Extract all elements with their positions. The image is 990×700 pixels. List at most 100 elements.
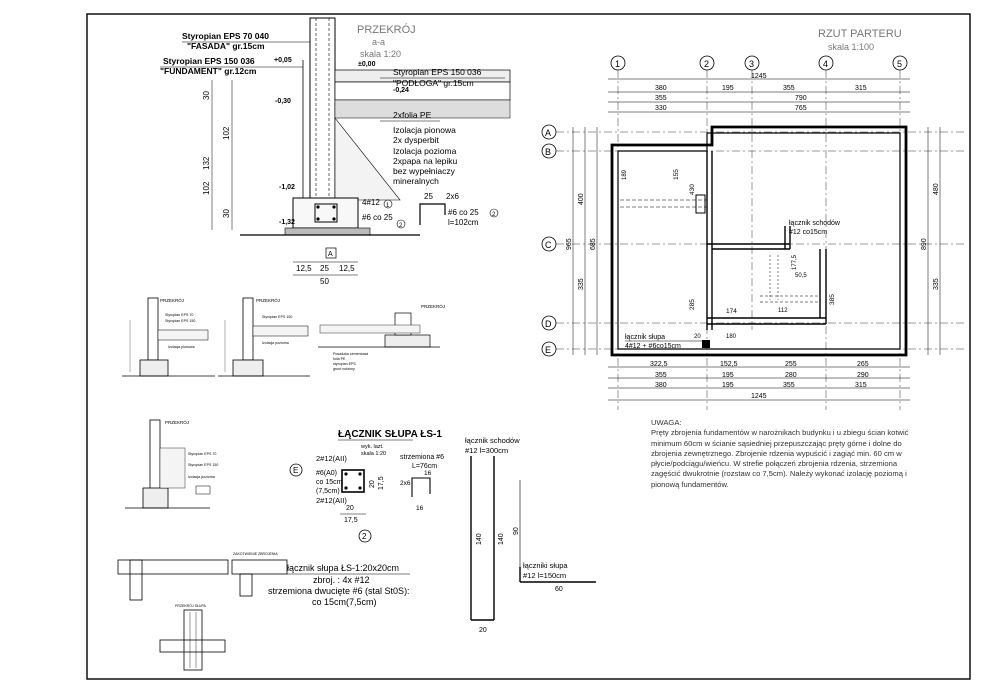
inner-dim-9: 180 [726, 334, 737, 340]
svg-text:styropian EPS: styropian EPS [333, 362, 356, 366]
axis-left-a: A [545, 128, 551, 138]
inner-dim-5: 177,5 [792, 254, 798, 270]
dim-bot-r2-3: 290 [857, 372, 869, 379]
col-dim-2: 20 [346, 505, 354, 512]
label-left-2: co 15cm [316, 479, 343, 486]
footing [292, 197, 359, 229]
svg-text:PRZEKRÓJ SŁUPA: PRZEKRÓJ SŁUPA [175, 603, 207, 608]
axis-left-b: B [545, 147, 551, 157]
svg-text:Izolacja pozioma: Izolacja pozioma [262, 341, 289, 345]
inner-dim-7: 112 [778, 308, 788, 314]
label-left-3: (7,5cm) [316, 488, 340, 495]
label-rebar-main: 4#12 [362, 198, 380, 207]
inner-dim-4: 385 [829, 294, 836, 305]
level-zero: ±0,00 [358, 61, 376, 68]
svg-text:PRZEKRÓJ: PRZEKRÓJ [256, 297, 280, 303]
label-eps70-1: Styropian EPS 70 040 [182, 31, 269, 41]
dim-right-2: 335 [933, 278, 940, 290]
stairs-label-2: #12 co15cm [789, 229, 827, 236]
floor-slab [334, 99, 511, 119]
sheet-border [86, 13, 971, 680]
label-horiz-iso-3: bez wypełniaczy [393, 166, 456, 176]
plan-scale: skala 1:100 [828, 42, 874, 52]
summary-3: strzemiona dwucięte #6 (stal St0S): [268, 586, 410, 596]
stirrup-dim-a: 25 [424, 192, 433, 201]
column-bar-detail: łączniki słupa #12 l=150cm 60 [519, 561, 596, 593]
vdim-2: 132 [202, 156, 211, 170]
dim-left-2: 685 [590, 238, 597, 250]
stirrup-detail-1: #6 co 25 [448, 208, 479, 217]
dim-top-r3-1: 765 [795, 105, 807, 112]
dim-left-3: 335 [578, 278, 585, 290]
notes-text: Pręty zbrojenia fundamentów w narożnikac… [651, 428, 909, 489]
dim-top-r1-2: 355 [783, 85, 795, 92]
stair-dim-2: 90 [513, 527, 520, 535]
dims-top [608, 78, 910, 113]
label-horiz-iso-1: Izolacja pozioma [393, 146, 457, 156]
vdim-0: 30 [202, 91, 211, 100]
summary-4: co 15cm(7,5cm) [312, 597, 377, 607]
label-bottom-bars: 2#12(AII) [316, 496, 347, 505]
vdim-1: 102 [222, 126, 231, 140]
svg-text:PRZEKRÓJ: PRZEKRÓJ [421, 303, 445, 309]
column-section [341, 469, 365, 493]
dim-left-1: 400 [578, 193, 585, 205]
svg-text:grunt rodzimy: grunt rodzimy [333, 367, 355, 371]
section-subtitle: a-a [372, 37, 385, 47]
svg-text:Styropian EPS 70: Styropian EPS 70 [165, 313, 193, 317]
col-dim-0: 20 [369, 480, 376, 488]
axis-top-2: 2 [704, 59, 709, 69]
dim-bot-r1-3: 265 [857, 361, 869, 368]
level-plus005: +0,05 [274, 57, 292, 64]
label-left-1: #6(A0) [316, 470, 337, 477]
column-label-1: łącznik słupa [625, 334, 665, 341]
floor-plan: RZUT PARTERU skala 1:100 1 2 3 4 5 A B C… [541, 28, 965, 410]
inner-dim-0: 155 [673, 169, 680, 180]
dims-bottom [608, 366, 910, 401]
col-dim-4: 2x6 [400, 480, 411, 487]
axis-left-e: E [545, 345, 551, 355]
stair-dim-0: 140 [476, 533, 483, 545]
axis-left-c: C [545, 240, 552, 250]
section-scale: skala 1:20 [360, 49, 401, 59]
svg-text:2: 2 [492, 212, 496, 218]
label-horiz-iso-2: 2xpapa na lepiku [393, 156, 458, 166]
label-floor-2: "PODŁOGA" gr.15cm [393, 78, 474, 88]
summary-2: zbroj. : 4x #12 [313, 575, 370, 585]
inner-dim-3: 174 [726, 308, 737, 315]
stairs-label-1: łącznik schodów [789, 220, 841, 227]
label-vert-iso-1: Izolacja pionowa [393, 125, 456, 135]
hdim-1: 25 [320, 264, 329, 273]
col-dim-1: 17,5 [378, 476, 385, 490]
dim-top-r1-0: 380 [655, 85, 667, 92]
inner-walls [620, 151, 827, 330]
svg-text:Posadzka cementowa: Posadzka cementowa [333, 352, 368, 356]
dim-bot-r1-0: 322,5 [650, 361, 668, 368]
outer-wall [610, 125, 908, 357]
svg-text:PRZEKRÓJ: PRZEKRÓJ [160, 297, 184, 303]
svg-text:Styropian EPS 150: Styropian EPS 150 [262, 315, 292, 319]
marker-1: 1 [386, 203, 390, 209]
stair-bar-title-2: #12 l=300cm [465, 446, 508, 455]
inner-dim-6: 50,5 [795, 273, 807, 279]
axis-top-4: 4 [823, 59, 828, 69]
main-section: PRZEKRÓJ a-a skala 1:20 Styropian EPS 70… [160, 17, 511, 286]
stirrup-sketch [419, 203, 446, 225]
label-eps70-2: "FASADA" gr.15cm [187, 41, 265, 51]
column-detail: ŁĄCZNIK SŁUPA ŁS-1 wyk. lazt. skala 1:20… [268, 429, 444, 607]
axis-top-1: 1 [615, 59, 620, 69]
label-eps150-1: Styropian EPS 150 036 [163, 56, 255, 66]
dim-right-0: 480 [933, 183, 940, 195]
hdim-3: 50 [320, 277, 329, 286]
column-label-2: 4#12 + #6co15cm [625, 343, 681, 350]
level-m030: -0,30 [275, 98, 291, 105]
outer-wall-inner [617, 132, 901, 350]
vdim-4: 30 [222, 209, 231, 218]
label-foil: 2xfolia PE [393, 110, 432, 120]
section-marker: A [328, 251, 333, 258]
inner-dim-8: 20 [694, 334, 701, 340]
dim-bot-r3-3: 315 [855, 382, 867, 389]
col-dim-6: 16 [416, 505, 424, 512]
label-stirrup: #6 co 25 [362, 213, 393, 222]
svg-text:Styropian EPS 70: Styropian EPS 70 [188, 452, 216, 456]
